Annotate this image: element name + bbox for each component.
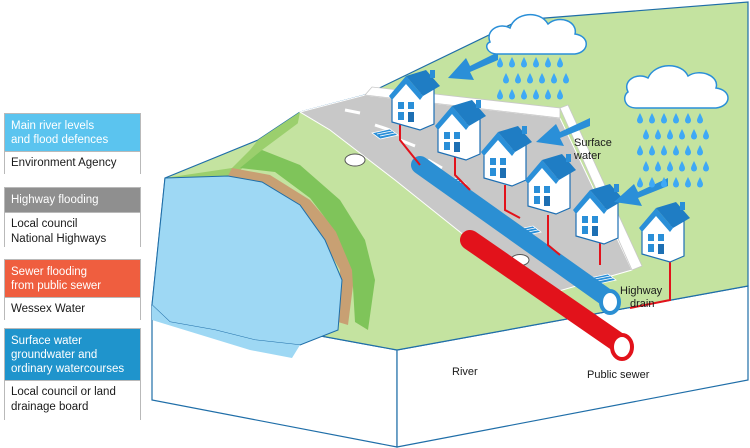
sewer-connection xyxy=(629,258,671,309)
sewer-connection xyxy=(504,185,521,219)
legend-title-river: Main river levels and flood defences xyxy=(5,114,140,151)
label-river: River xyxy=(452,366,478,378)
arrow-icon xyxy=(448,52,498,80)
green-bank xyxy=(240,150,375,330)
legend-title-surface: Surface water groundwater and ordinary w… xyxy=(5,329,140,380)
label-line: Highway xyxy=(620,285,663,297)
cloud-icon xyxy=(485,14,587,55)
legend-title-highway: Highway flooding xyxy=(5,188,140,212)
sewer-connection xyxy=(547,215,561,256)
legend-body-line: National Highways xyxy=(11,233,107,245)
label-highway-drain: Highway drain xyxy=(620,285,665,310)
legend-title-line: from public sewer xyxy=(11,280,102,292)
legend-item-surface: Surface water groundwater and ordinary w… xyxy=(4,328,141,421)
legend-body-line: Environment Agency xyxy=(11,157,117,169)
highway-drain-end xyxy=(599,289,621,315)
legend-item-sewer: Sewer flooding from public sewer Wessex … xyxy=(4,259,141,321)
legend-title-line: Surface water xyxy=(11,335,82,347)
label-line: water xyxy=(573,150,601,162)
label-line: Surface xyxy=(574,137,612,149)
legend-title-line: groundwater and xyxy=(11,349,98,361)
label-line: drain xyxy=(630,298,654,310)
legend-body-surface: Local council or land drainage board xyxy=(5,380,140,421)
manhole-icon xyxy=(344,153,366,167)
house-icon xyxy=(388,69,441,131)
public-sewer-end xyxy=(610,333,634,361)
legend-body-line: drainage board xyxy=(11,401,89,413)
river-bank-far xyxy=(278,95,400,330)
legend-title-line: Highway flooding xyxy=(11,194,99,206)
legend-title-line: ordinary watercourses xyxy=(11,363,125,375)
legend-body-line: Local council or land xyxy=(11,386,116,398)
highway-drain-pipe xyxy=(411,156,619,309)
public-sewer-pipe xyxy=(460,230,632,355)
label-public-sewer: Public sewer xyxy=(587,369,650,381)
flood-diagram: Surface water Highway drain River Public… xyxy=(151,1,749,448)
legend-item-highway: Highway flooding Local council National … xyxy=(4,187,141,248)
river-front xyxy=(152,305,300,358)
legend-title-line: and flood defences xyxy=(11,134,109,146)
legend-title-line: Sewer flooding xyxy=(11,266,88,278)
legend-title-line: Main river levels xyxy=(11,120,95,132)
sewer-connection xyxy=(454,150,471,191)
legend-item-river: Main river levels and flood defences Env… xyxy=(4,113,141,175)
legend-body-sewer: Wessex Water xyxy=(5,297,140,321)
cloud-icon xyxy=(623,65,729,109)
arrow-icon xyxy=(536,118,590,146)
legend-body-highway: Local council National Highways xyxy=(5,212,140,248)
sewer-connection xyxy=(399,118,421,166)
legend-body-line: Wessex Water xyxy=(11,303,86,315)
legend-title-sewer: Sewer flooding from public sewer xyxy=(5,260,140,297)
legend-body-line: Local council xyxy=(11,218,78,230)
legend-body-river: Environment Agency xyxy=(5,151,140,175)
label-surface-water: Surface water xyxy=(573,137,615,162)
road-markings xyxy=(344,108,499,222)
